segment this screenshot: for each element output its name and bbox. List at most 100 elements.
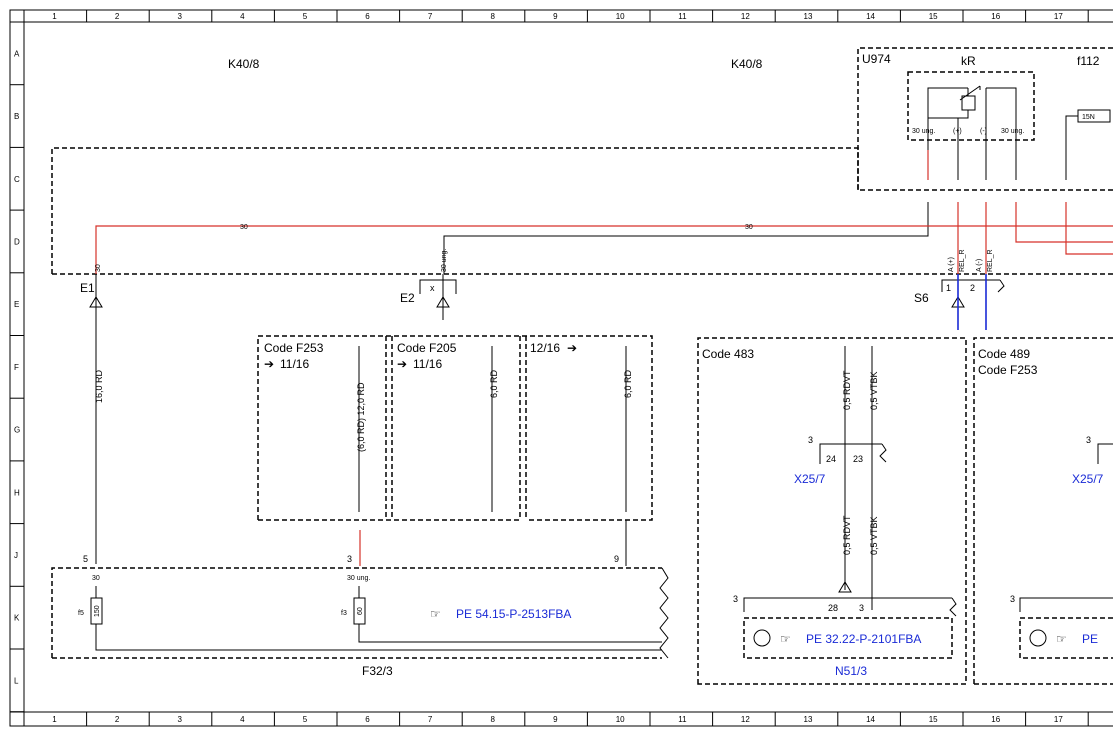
column-label-bottom: 2 [115, 715, 120, 724]
column-label-bottom: 16 [991, 715, 1000, 724]
s6-bracket [941, 279, 1000, 292]
f32-pin-9: 9 [614, 554, 619, 564]
row-label: L [14, 676, 19, 685]
row-label: K [14, 614, 20, 623]
code-483-box [697, 337, 967, 685]
wire-6rd-label-a: 6,0 RD [489, 369, 499, 398]
column-label-top: 16 [991, 12, 1000, 21]
column-label-top: 14 [866, 12, 875, 21]
f32-break-edge [659, 567, 669, 659]
n51-pin-3: 3 [859, 603, 864, 613]
column-label-top: 12 [741, 12, 750, 21]
pe-n51-reference[interactable]: PE 32.22-P-2101FBA [806, 632, 921, 646]
pe-n51-hand-icon[interactable]: ☞ [780, 632, 791, 646]
pe-f32-hand-icon[interactable]: ☞ [430, 607, 441, 621]
column-ticks [86, 10, 1089, 726]
u974-box [857, 47, 1113, 190]
kr-label: kR [961, 54, 976, 68]
column-label-top: 17 [1054, 12, 1063, 21]
f32-label: F32/3 [362, 664, 393, 678]
column-label-bottom: 4 [240, 715, 245, 724]
code-boxes-outer [257, 335, 653, 521]
column-label-bottom: 15 [929, 715, 938, 724]
column-label-bottom: 12 [741, 715, 750, 724]
row-label: F [14, 363, 19, 372]
ref-12-16-arrow: ➔ [567, 341, 577, 355]
code-483-label: Code 483 [702, 347, 754, 361]
row-label: G [14, 426, 20, 435]
relay-pin-minus: (-) [980, 128, 987, 135]
wire-rdvt-bottom-label: 0,5 RDVT [842, 515, 852, 555]
code-box-wires [358, 346, 627, 512]
transistor-icon [753, 629, 771, 647]
e2-label: E2 [400, 291, 415, 305]
e2-bracket [419, 279, 457, 294]
rel-r-wires [957, 202, 987, 274]
code-489-box [973, 337, 1113, 684]
fuse-f5-value: 150 [94, 605, 101, 617]
column-label-bottom: 9 [553, 715, 558, 724]
column-label-bottom: 3 [178, 715, 183, 724]
a-minus-label: A (-) [976, 259, 983, 272]
pe-right-hand-icon[interactable]: ☞ [1056, 632, 1067, 646]
relay-output-wires [927, 140, 1067, 180]
e1-label: E1 [80, 281, 95, 295]
code-f205-arrow: ➔ [397, 357, 407, 371]
code-f205-title: Code F205 [397, 341, 457, 355]
column-label-top: 4 [240, 12, 245, 21]
s6-pin-2: 2 [970, 283, 975, 293]
column-label-top: 15 [929, 12, 938, 21]
code-f253-ref[interactable]: 11/16 [280, 357, 309, 371]
k40-label-left: K40/8 [228, 57, 260, 71]
code-f205-ref[interactable]: 11/16 [413, 357, 442, 371]
x25-left-num: 3 [808, 435, 813, 445]
relay-pin-plus: (+) [953, 128, 962, 135]
wire-vtbk-top-label: 0,5 VTBK [869, 371, 879, 410]
x25-right-label[interactable]: X25/7 [1072, 472, 1104, 486]
n51-pin-28: 28 [828, 603, 838, 613]
box-15n-label: 15N [1082, 114, 1095, 121]
u974-label: U974 [862, 52, 891, 66]
s6-label: S6 [914, 291, 929, 305]
code-f253-title: Code F253 [264, 341, 324, 355]
relay-switch [957, 85, 1017, 140]
pe-right-reference[interactable]: PE [1082, 632, 1098, 646]
x25-right-bracket [1097, 443, 1113, 464]
column-label-bottom: 10 [616, 715, 625, 724]
n51-label[interactable]: N51/3 [835, 664, 867, 678]
column-label-top: 6 [365, 12, 370, 21]
wire-vtbk-bottom-label: 0,5 VTBK [869, 516, 879, 555]
n51-break [949, 597, 957, 617]
code-483-wires [844, 346, 873, 610]
right-module-box [1019, 617, 1113, 659]
column-label-top: 5 [303, 12, 308, 21]
code-489-label: Code 489 [978, 347, 1030, 361]
n51-ground-symbol [838, 581, 852, 593]
rel-r-label-1: REL_R [959, 249, 966, 272]
pe-f32-reference[interactable]: PE 54.15-P-2513FBA [456, 607, 571, 621]
s6-blue-wires [957, 274, 987, 330]
x25-left-label[interactable]: X25/7 [794, 472, 826, 486]
right-module-num: 3 [1010, 594, 1015, 604]
column-label-bottom: 6 [365, 715, 370, 724]
column-label-top: 7 [428, 12, 433, 21]
row-label: D [14, 237, 20, 246]
s6-break [997, 279, 1005, 293]
x25-pin-23: 23 [853, 454, 863, 464]
relay-pin-30ung-left: 30 ung. [912, 128, 935, 135]
wire-30ung-main [443, 202, 929, 274]
column-label-top: 2 [115, 12, 120, 21]
wire-6rd-label-b: 6,0 RD [623, 369, 633, 398]
e2-pin-label: 30 ung. [441, 249, 448, 272]
n51-module-box [743, 617, 953, 659]
right-red-wires [1015, 202, 1113, 255]
k40-box-outline [51, 147, 1113, 274]
transistor-icon-right [1029, 629, 1047, 647]
relay-pin-30ung-right: 30 ung. [1001, 128, 1024, 135]
ref-12-16[interactable]: 12/16 [530, 341, 560, 355]
column-label-top: 1 [52, 12, 57, 21]
